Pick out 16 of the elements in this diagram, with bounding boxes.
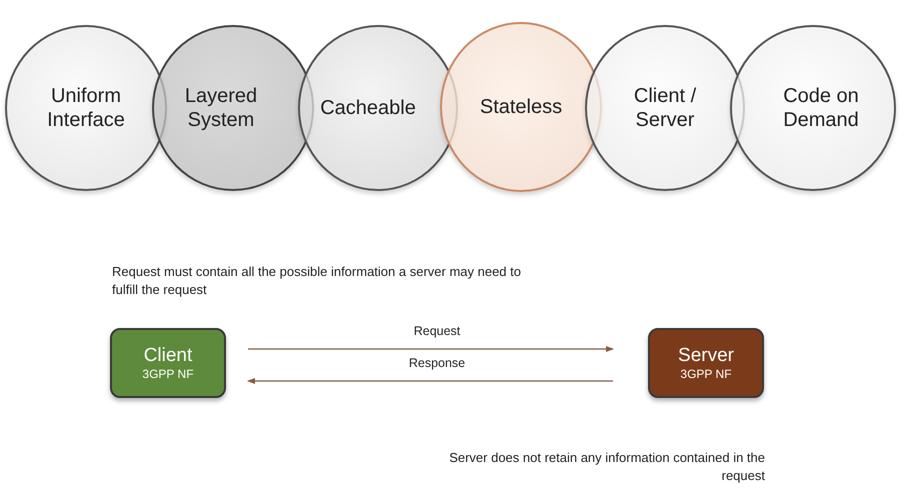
box-subtitle: 3GPP NF (142, 366, 194, 382)
principle-label: Client / Server (632, 84, 698, 132)
principle-label: Uniform Interface (46, 84, 126, 132)
box-title: Server (678, 344, 734, 367)
note-text: Server does not retain any information contained in the request (448, 449, 765, 484)
arrow (247, 378, 613, 384)
principle-label: Stateless (480, 95, 562, 119)
network-function-box (648, 328, 764, 398)
box-title: Client (144, 344, 192, 367)
principle-label: Cacheable (320, 96, 416, 120)
network-function-box (110, 328, 226, 398)
box-subtitle: 3GPP NF (680, 366, 732, 382)
principle-label: Layered System (184, 84, 258, 132)
note-text: Request must contain all the possible information a server may need to fulfill the request (112, 263, 522, 298)
principle-label: Code on Demand (782, 84, 860, 132)
arrow (248, 346, 614, 352)
